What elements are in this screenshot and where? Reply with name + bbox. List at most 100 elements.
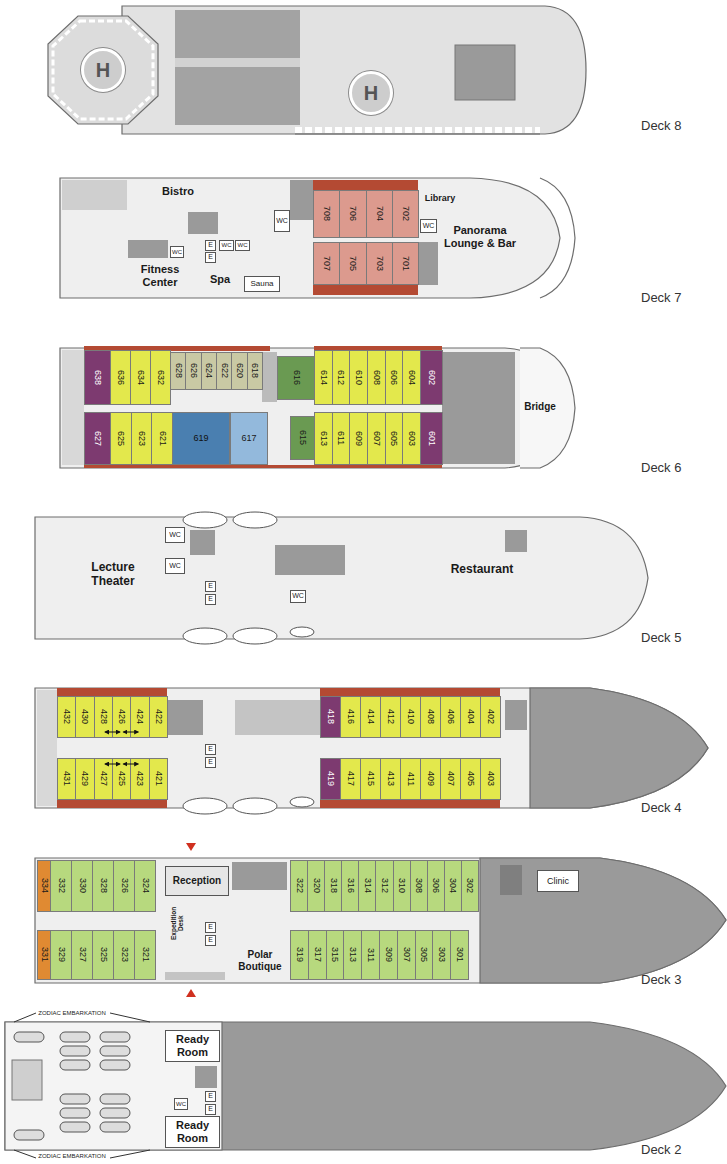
room-box: Ready Room [165, 1030, 220, 1062]
cabin-number: 414 [366, 709, 375, 724]
cabin: 426 [112, 696, 131, 738]
helipad-fence [53, 21, 153, 119]
cabin: 429 [75, 758, 94, 800]
cabin: 624 [201, 352, 217, 390]
cabin: 609 [349, 412, 368, 465]
area-label: Polar Boutique [228, 949, 292, 972]
cabin: 625 [110, 412, 132, 465]
room-box: 617 [230, 412, 268, 465]
room-box: Ready Room [165, 1116, 220, 1148]
room-name: WC [169, 531, 181, 539]
cabin-number: 616 [292, 370, 301, 385]
room-name: E [208, 936, 213, 944]
room-name: E [208, 1105, 213, 1113]
cabin: 708 [313, 190, 340, 238]
deck-area [235, 700, 320, 735]
cabin-number: 602 [427, 370, 436, 385]
cabin: 423 [130, 758, 149, 800]
helipad-mark: H [96, 59, 110, 82]
cabin: 307 [397, 930, 416, 980]
cabin-number: 324 [141, 878, 150, 893]
cabin: 405 [460, 758, 481, 800]
stairwell [188, 212, 218, 234]
cabin: 314 [358, 860, 376, 912]
cabin: 707 [313, 242, 340, 285]
cabin: 606 [385, 350, 404, 405]
cabin-number: 621 [158, 431, 167, 446]
cabin-number: 623 [137, 431, 146, 446]
cabin-number: 423 [135, 771, 144, 786]
room-box: WC [170, 246, 184, 258]
cabin: 328 [92, 860, 114, 912]
cabin: 325 [92, 930, 114, 980]
cabin: 326 [113, 860, 135, 912]
deck-outline [35, 517, 648, 639]
cabin-number: 319 [295, 947, 304, 962]
cabin-number: 416 [346, 709, 355, 724]
cabin-number: 606 [389, 370, 398, 385]
balcony-strip [320, 688, 500, 696]
lifeboat [183, 798, 227, 814]
deck-railing [540, 178, 575, 298]
cabin: 324 [134, 860, 156, 912]
bow-area [480, 858, 726, 983]
cabin-number: 638 [93, 370, 102, 385]
cabin-number: 636 [116, 370, 125, 385]
cabin-number: 315 [330, 947, 339, 962]
area-label: Library [415, 193, 465, 203]
cabin: 430 [75, 696, 94, 738]
stairwell [195, 1066, 217, 1088]
cabin-number: 608 [372, 370, 381, 385]
room-name: Ready Room [167, 1119, 218, 1144]
cabin-number: 404 [466, 709, 475, 724]
cabin-number: 415 [366, 771, 375, 786]
cabin: 329 [50, 930, 72, 980]
room-box: E [205, 594, 216, 605]
cabin-number: 309 [384, 947, 393, 962]
cabin-number: 430 [80, 709, 89, 724]
room-box: WC [165, 558, 185, 574]
room-name: E [208, 758, 213, 766]
cabin-number: 707 [322, 256, 331, 271]
room-name: E [208, 241, 213, 249]
lifeboat [183, 512, 227, 528]
zodiac-boat [100, 1122, 130, 1132]
cabin-number: 323 [120, 947, 129, 962]
room-name: 619 [193, 433, 208, 443]
cabin: 305 [415, 930, 434, 980]
cabin-number: 703 [375, 256, 384, 271]
entrance-marker [186, 843, 196, 851]
lifeboat [183, 628, 227, 644]
cabin: 616 [277, 356, 315, 400]
area-label: Panorama Lounge & Bar [438, 224, 522, 249]
balcony-strip [313, 285, 418, 295]
deck-label: Deck 7 [641, 291, 681, 306]
cabin: 422 [149, 696, 168, 738]
cabin-number: 320 [312, 878, 321, 893]
zodiac-boat [60, 1094, 90, 1104]
cabin-number: 317 [313, 947, 322, 962]
service-core [442, 352, 515, 464]
cabin-number: 429 [80, 771, 89, 786]
cabin-number: 612 [336, 370, 345, 385]
cabin: 627 [84, 412, 111, 465]
cabin-number: 634 [136, 370, 145, 385]
cabin: 432 [57, 696, 76, 738]
cabin-number: 618 [250, 363, 259, 378]
deck-area [62, 180, 127, 210]
cabin-number: 432 [62, 709, 71, 724]
cabin-number: 403 [486, 771, 495, 786]
cabin: 431 [57, 758, 76, 800]
embarkation-pointer [14, 1013, 36, 1022]
room-name: WC [169, 562, 181, 570]
balcony-strip [57, 688, 167, 696]
cabin: 628 [170, 352, 186, 390]
cabin-number: 628 [174, 363, 183, 378]
room-box: E [205, 922, 216, 933]
cabin-number: 625 [116, 431, 125, 446]
cabin: 622 [216, 352, 232, 390]
helipad-circle: H [81, 48, 125, 92]
cabin-number: 609 [354, 431, 363, 446]
cabin: 310 [393, 860, 411, 912]
zodiac-boat [14, 1130, 44, 1140]
